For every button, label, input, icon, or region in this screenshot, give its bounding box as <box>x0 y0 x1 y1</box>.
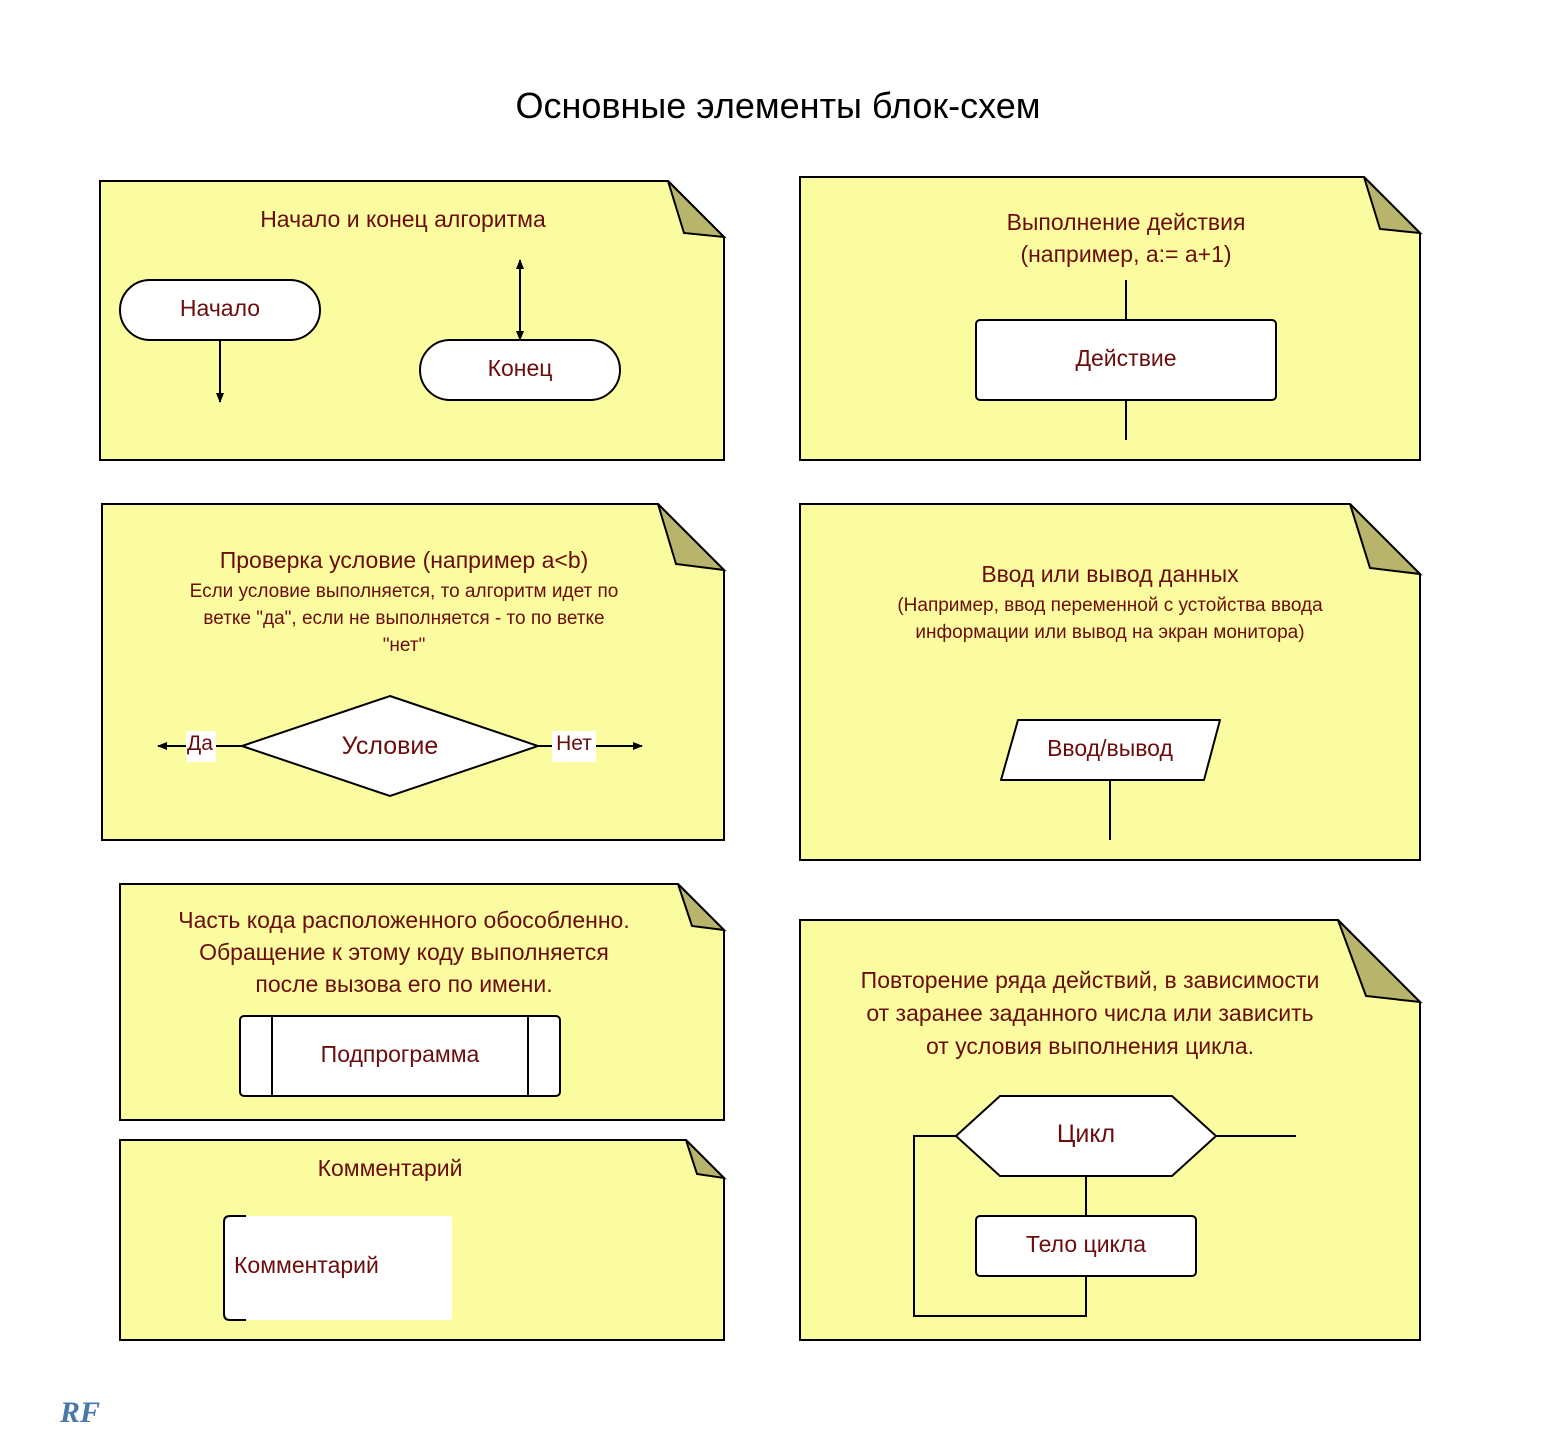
note-condition: Проверка условие (например a<b) Если усл… <box>101 503 727 841</box>
subroutine-shape <box>239 1015 561 1097</box>
note-heading-line2: (например, a:= a+1) <box>1020 241 1231 267</box>
yes-label: Да <box>187 732 213 755</box>
no-label: Нет <box>556 732 592 755</box>
note-desc-line1: Если условие выполняется, то алгоритм ид… <box>190 581 619 602</box>
note-desc-line2: ветке "да", если не выполняется - то по … <box>203 608 604 629</box>
comment-shape <box>225 1216 452 1320</box>
process-label: Действие <box>1075 345 1176 371</box>
note-heading: Начало и конец алгоритма <box>260 206 546 232</box>
decision-shape <box>238 694 542 798</box>
note-start-end: Начало и конец алгоритма Начало Конец <box>99 180 727 461</box>
note-desc-line1: (Например, ввод переменной с устойства в… <box>897 595 1323 616</box>
note-desc-line3: после вызова его по имени. <box>255 971 552 997</box>
no-label-bg <box>552 731 596 762</box>
subroutine-label: Подпрограмма <box>321 1041 480 1067</box>
note-comment: Комментарий Комментарий <box>119 1139 727 1341</box>
loop-hexagon-shape <box>954 1095 1218 1177</box>
loop-body-label: Тело цикла <box>1026 1231 1146 1257</box>
note-desc-line2: Обращение к этому коду выполняется <box>199 939 609 965</box>
note-heading-line1: Выполнение действия <box>1007 209 1246 235</box>
note-loop: Повторение ряда действий, в зависимости … <box>799 919 1423 1341</box>
note-action: Выполнение действия (например, a:= a+1) … <box>799 176 1423 461</box>
note-desc-line1: Повторение ряда действий, в зависимости <box>861 967 1320 993</box>
note-heading: Проверка условие (например a<b) <box>220 547 589 573</box>
io-shape <box>1000 719 1221 781</box>
loop-return-line <box>913 1135 1087 1317</box>
note-desc-line2: информации или вывод на экран монитора) <box>915 622 1304 643</box>
io-label: Ввод/вывод <box>1047 735 1173 761</box>
loop-body-shape <box>975 1215 1197 1277</box>
note-desc-line3: от условия выполнения цикла. <box>926 1033 1254 1059</box>
comment-label: Комментарий <box>234 1252 379 1278</box>
loop-hexagon-label: Цикл <box>1057 1120 1115 1148</box>
note-desc-line2: от заранее заданного числа или зависить <box>866 1000 1313 1026</box>
terminal-end-shape <box>419 339 621 401</box>
note-heading: Комментарий <box>318 1155 463 1181</box>
page-title: Основные элементы блок-схем <box>516 85 1041 126</box>
terminal-end-label: Конец <box>488 355 553 381</box>
yes-label-bg <box>186 731 216 762</box>
note-heading: Ввод или вывод данных <box>981 561 1239 587</box>
comment-bracket <box>223 1215 246 1321</box>
logo-icon: RF <box>59 1396 100 1429</box>
note-desc-line1: Часть кода расположенного обособленно. <box>178 907 629 933</box>
note-desc-line3: "нет" <box>383 635 426 656</box>
terminal-start-label: Начало <box>180 295 260 321</box>
decision-label: Условие <box>342 732 439 760</box>
note-io: Ввод или вывод данных (Например, ввод пе… <box>799 503 1423 861</box>
note-subroutine: Часть кода расположенного обособленно. О… <box>119 883 727 1121</box>
